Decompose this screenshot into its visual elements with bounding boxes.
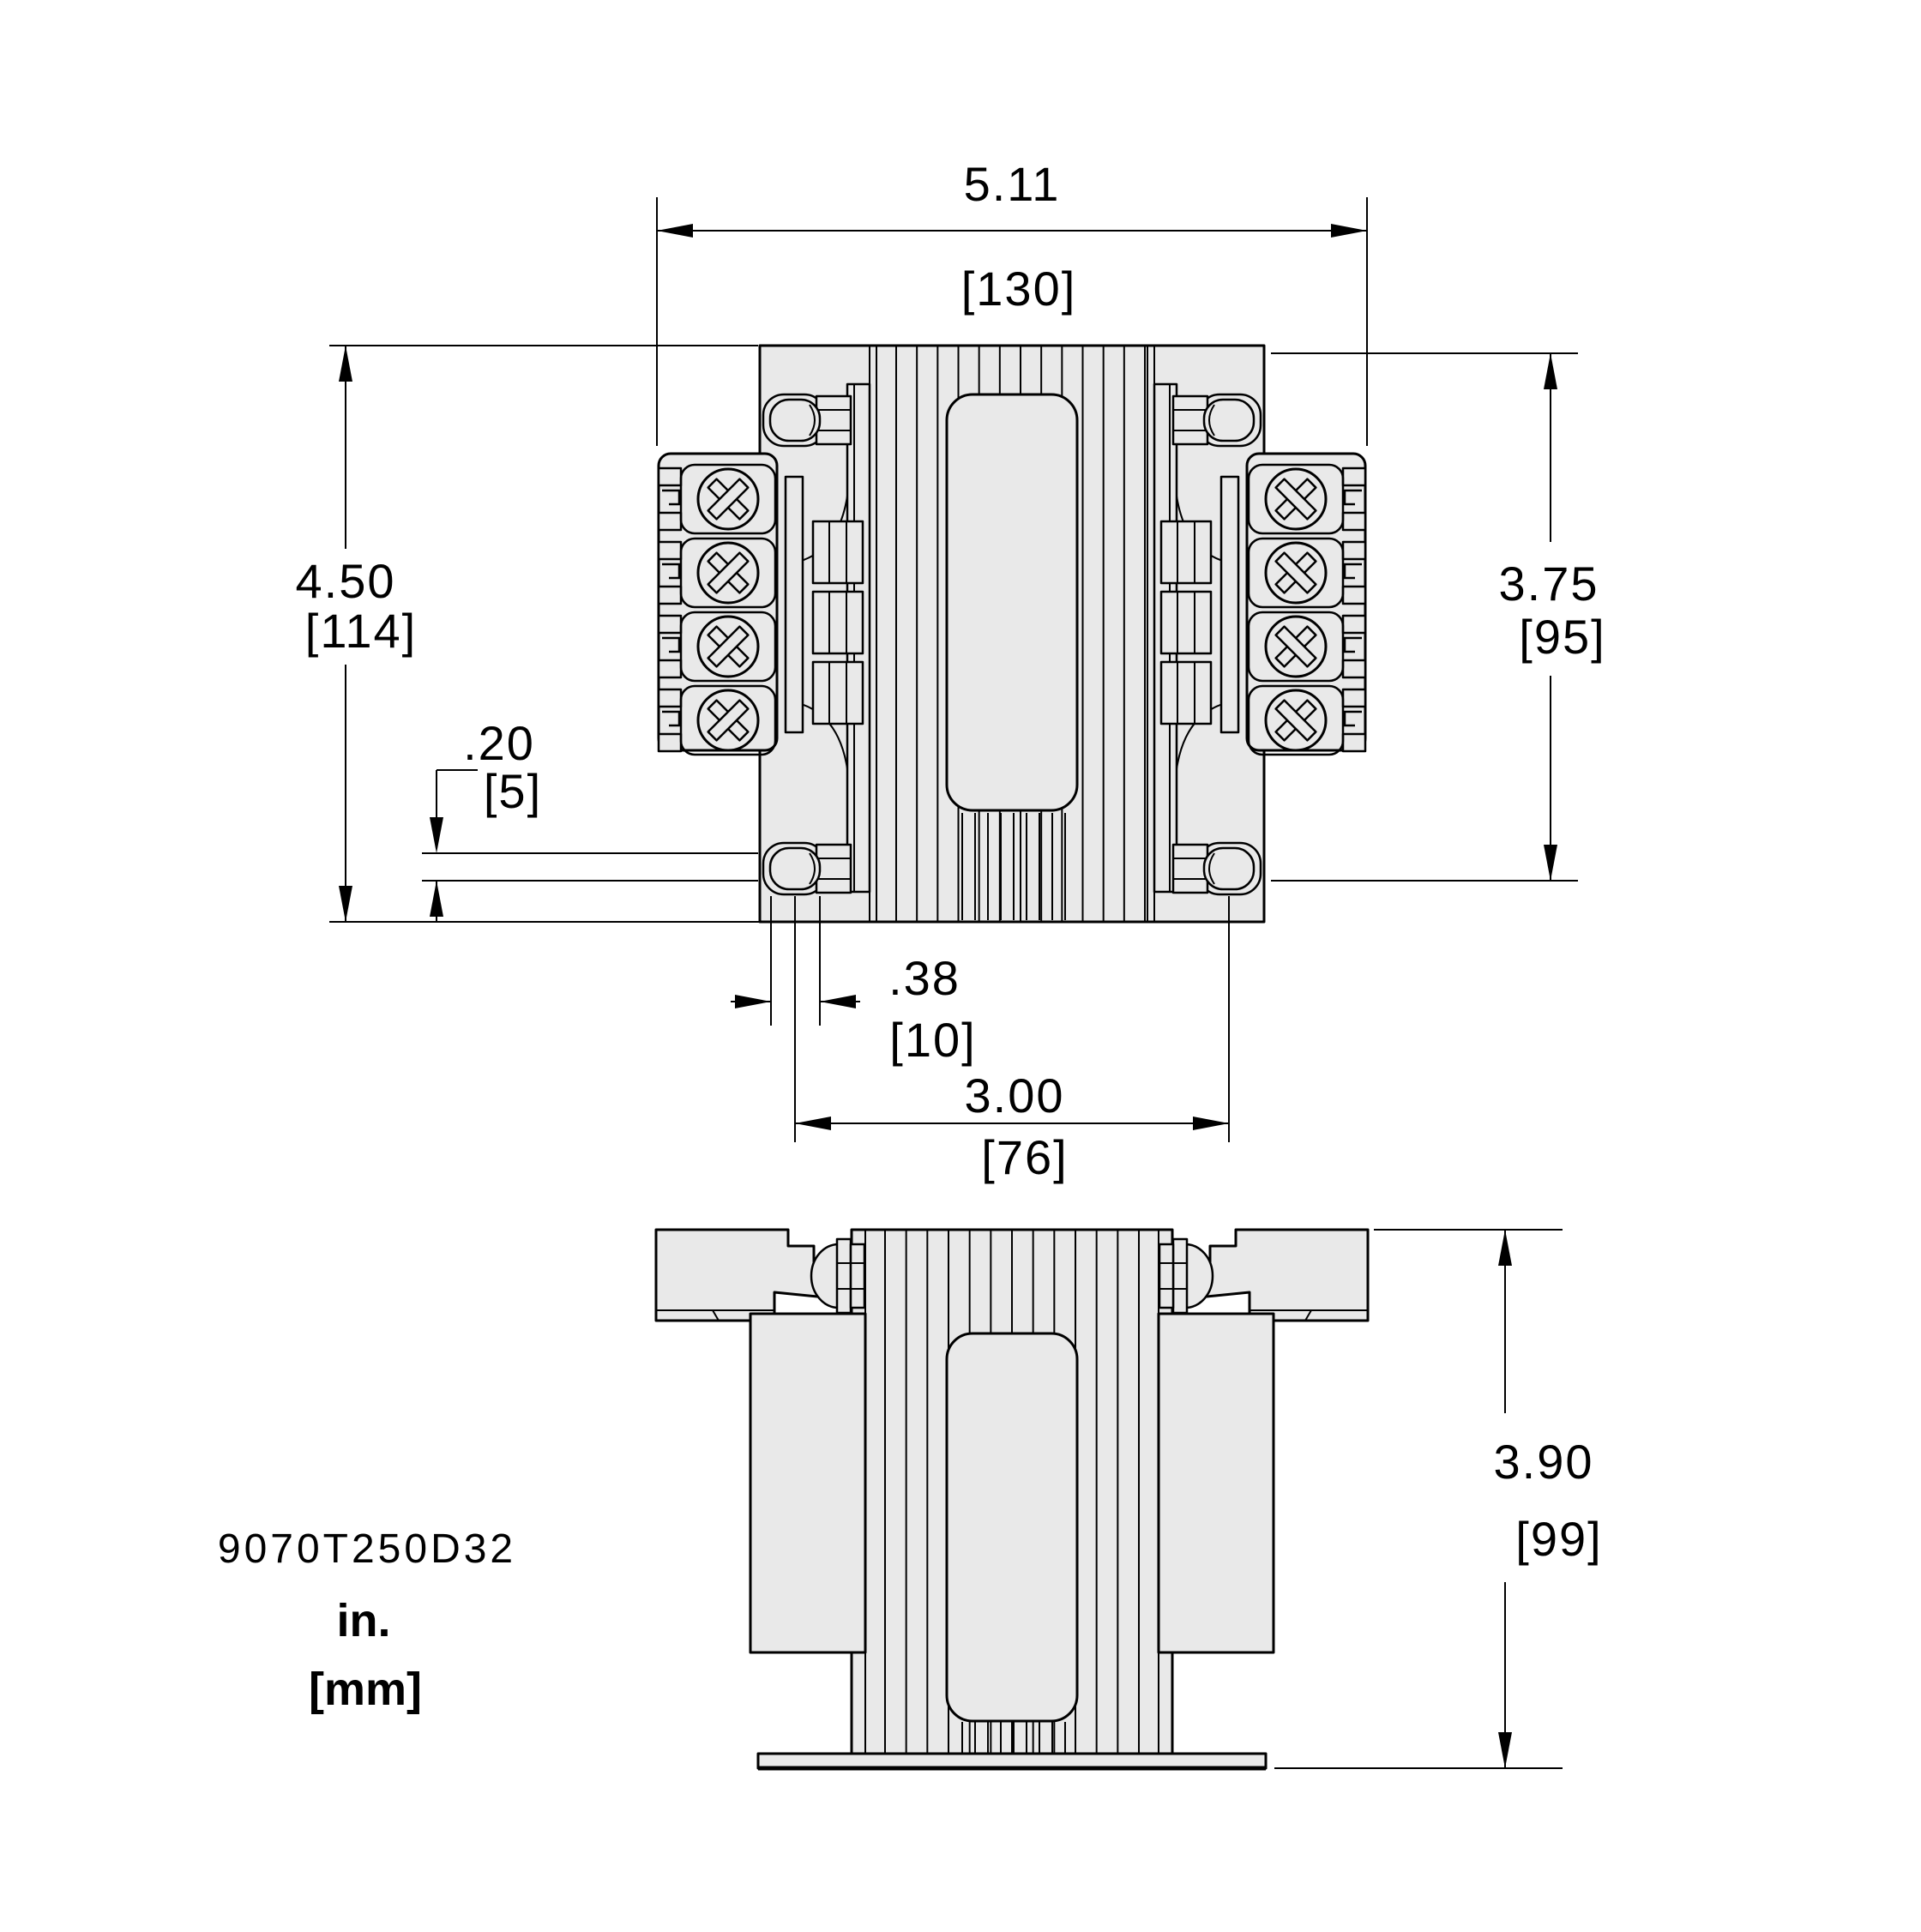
bolt-head	[768, 846, 822, 891]
dim-overall-height-in: 4.50	[296, 554, 396, 608]
tv-mount-ear-bottom	[762, 841, 852, 896]
tv-coil-window	[945, 393, 1079, 812]
side-view	[654, 1228, 1370, 1771]
bolt-nut	[815, 843, 852, 894]
dimension-mounting-centers: 3.00 [76]	[794, 896, 1230, 1184]
dim-mounting-centers-mm: [76]	[981, 1130, 1068, 1184]
screw-housing	[679, 684, 777, 756]
dim-overall-width-in: 5.11	[964, 157, 1061, 211]
sv-coil-body	[749, 1312, 867, 1654]
units-primary: in.	[337, 1595, 391, 1646]
dimension-slot-width: .38 [10]	[731, 896, 976, 1067]
bolt-head-dome	[810, 1243, 840, 1309]
bolt-head	[768, 398, 822, 442]
terminal-3	[657, 611, 777, 683]
sv-left-assembly	[654, 1228, 867, 1654]
tv-left-assembly	[657, 382, 871, 896]
dim-terminal-height-mm: [95]	[1519, 610, 1605, 664]
terminal-2	[657, 537, 777, 609]
wire-clamp-hook	[662, 489, 681, 506]
tv-terminal-block	[657, 452, 779, 756]
dim-overall-height-mm: [114]	[305, 604, 417, 658]
dim-lead-clearance-in: .20	[463, 716, 535, 770]
dim-slot-width-mm: [10]	[889, 1013, 976, 1067]
wire-clamp-hook	[662, 710, 681, 727]
sv-fins-under-window	[961, 1722, 1066, 1753]
bolt-nut	[815, 394, 852, 446]
dim-terminal-height-in: 3.75	[1499, 557, 1599, 611]
dim-mounting-centers-in: 3.00	[965, 1068, 1065, 1122]
title-block: 9070T250D32 in. [mm]	[218, 1526, 516, 1715]
tv-terminal-slots	[811, 520, 864, 725]
wire-clamp-hook	[662, 563, 681, 580]
bolt-head-curve	[809, 404, 816, 436]
dimension-overall-height: 4.50 [114]	[296, 345, 780, 923]
sv-coil-window	[945, 1332, 1079, 1723]
dim-slot-width-in: .38	[888, 951, 960, 1005]
dim-overall-width-mm: [130]	[961, 262, 1077, 316]
units-secondary: [mm]	[309, 1664, 422, 1715]
wire-clamp-hook	[662, 636, 681, 653]
sv-right-assembly	[1157, 1228, 1370, 1654]
bolt-nut	[849, 1243, 866, 1309]
sv-clamp-bolt	[810, 1237, 866, 1315]
dimension-terminal-height: 3.75 [95]	[1271, 352, 1605, 882]
terminal-4	[657, 684, 777, 756]
screw-housing	[679, 463, 777, 535]
terminal-1	[657, 463, 777, 535]
screw-housing	[679, 537, 777, 609]
dimension-side-height: 3.90 [99]	[1274, 1229, 1602, 1769]
screw-housing	[679, 611, 777, 683]
part-number: 9070T250D32	[218, 1526, 516, 1572]
dim-side-height-in: 3.90	[1494, 1435, 1594, 1489]
tv-fins-under-window	[961, 813, 1066, 920]
dimension-overall-width: 5.11 [130]	[656, 157, 1368, 446]
dim-lead-clearance-mm: [5]	[484, 764, 542, 818]
dim-side-height-mm: [99]	[1515, 1512, 1602, 1566]
dimension-lead-clearance: .20 [5]	[422, 716, 758, 922]
tv-terminal-rail	[784, 475, 804, 734]
bolt-head-curve	[809, 852, 816, 885]
top-view	[657, 344, 1367, 924]
tv-mount-ear-top	[762, 393, 852, 448]
sv-base-plate	[756, 1752, 1268, 1770]
bolt-washer	[835, 1237, 852, 1315]
sv-flange-tick	[712, 1309, 720, 1321]
